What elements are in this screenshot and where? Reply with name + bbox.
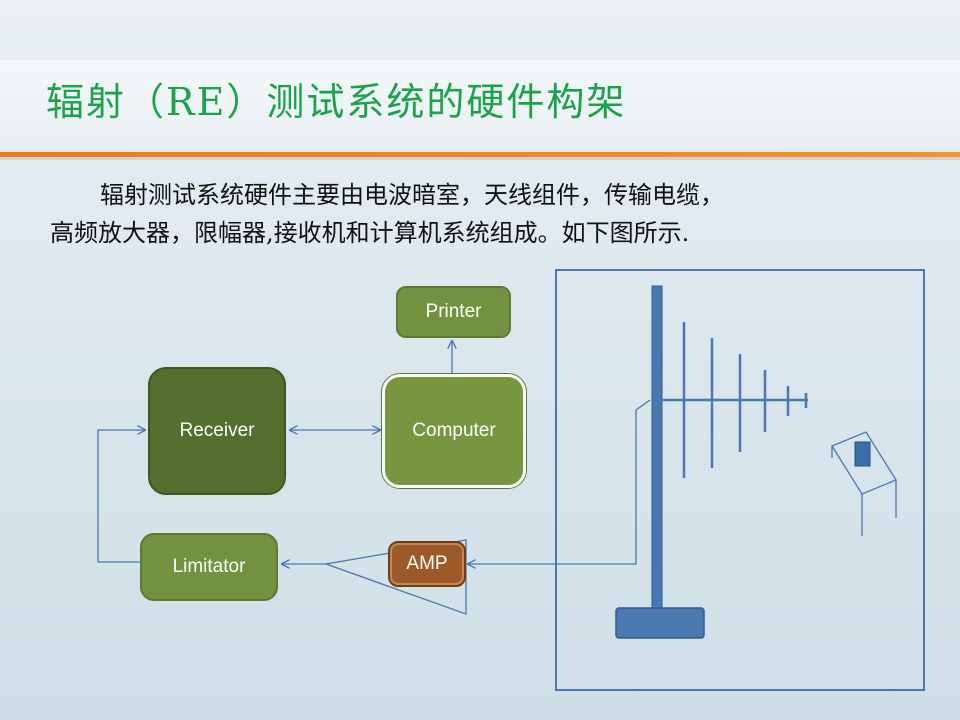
paragraph-line-1: 辐射测试系统硬件主要由电波暗室，天线组件，传输电缆， — [100, 181, 724, 209]
title-band — [0, 60, 960, 148]
antenna-icon — [615, 285, 808, 639]
printer-box: Printer — [396, 286, 511, 338]
limitator-box: Limitator — [140, 533, 278, 601]
slide-title: 辐射（RE）测试系统的硬件构架 — [46, 80, 627, 124]
receiver-box: Receiver — [148, 367, 286, 495]
title-rule-shadow — [0, 157, 960, 160]
anechoic-chamber — [555, 269, 925, 691]
limitator-to-receiver-line — [97, 430, 145, 563]
intro-paragraph: 辐射测试系统硬件主要由电波暗室，天线组件，传输电缆， 高频放大器，限幅器,接收机… — [50, 176, 930, 252]
device-under-test-icon — [831, 431, 897, 536]
title-rule — [0, 152, 960, 157]
paragraph-line-2: 高频放大器，限幅器,接收机和计算机系统组成。如下图所示. — [50, 219, 690, 247]
computer-box: Computer — [382, 374, 526, 488]
amp-box: AMP — [388, 541, 466, 587]
